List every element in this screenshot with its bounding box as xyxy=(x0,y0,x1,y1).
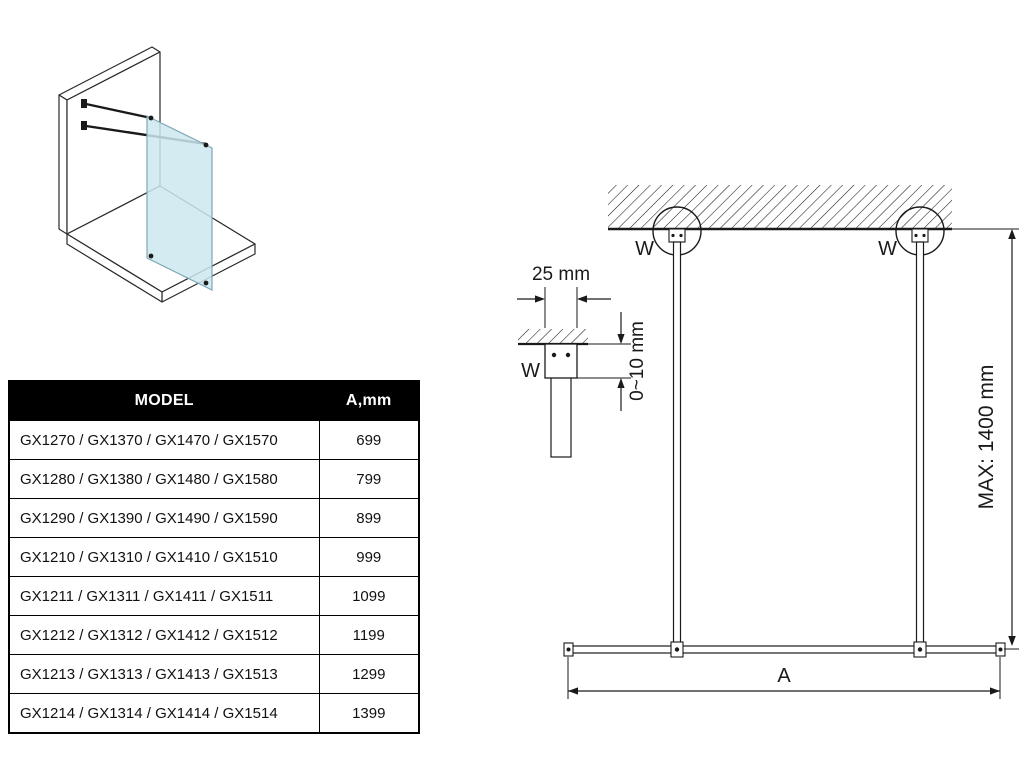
bar-clamp-right xyxy=(913,641,927,658)
header-a-mm: A,mm xyxy=(318,380,420,421)
model-dimension-table: MODEL A,mm GX1270 / GX1370 / GX1470 / GX… xyxy=(8,380,420,734)
table-row: GX1213 / GX1313 / GX1413 / GX1513 1299 xyxy=(8,654,420,694)
table-row: GX1290 / GX1390 / GX1490 / GX1590 899 xyxy=(8,498,420,538)
fixing-dot xyxy=(203,280,209,286)
arrowhead-up xyxy=(1008,229,1016,239)
width-dimension xyxy=(567,657,1001,699)
arrowhead-left xyxy=(577,295,587,303)
bracket-width-label: 25 mm xyxy=(532,264,590,285)
glass-end-cap-left xyxy=(563,642,574,657)
a-cell: 1199 xyxy=(318,615,420,655)
arrowhead-up xyxy=(617,378,625,388)
a-cell: 1099 xyxy=(318,576,420,616)
fixing-dot xyxy=(148,253,154,259)
table-header-row: MODEL A,mm xyxy=(8,380,420,421)
model-cell: GX1213 / GX1313 / GX1413 / GX1513 xyxy=(8,654,320,694)
max-height-label: MAX: 1400 mm xyxy=(975,365,998,510)
bar-clamp-left xyxy=(670,641,684,658)
ceiling-bracket-right xyxy=(911,228,929,243)
wall-mount-iso-upper xyxy=(81,99,87,108)
a-cell: 1399 xyxy=(318,693,420,734)
fixing-dot xyxy=(203,142,209,148)
arrowhead-down xyxy=(617,334,625,344)
detail-bracket xyxy=(544,343,578,379)
arrowhead-down xyxy=(1008,636,1016,646)
model-cell: GX1280 / GX1380 / GX1480 / GX1580 xyxy=(8,459,320,499)
glass-top-edge xyxy=(567,645,1001,654)
support-bar-right xyxy=(915,241,925,647)
ceiling-bracket-left xyxy=(668,228,686,243)
table-row: GX1280 / GX1380 / GX1480 / GX1580 799 xyxy=(8,459,420,499)
support-bar-iso-near xyxy=(85,102,152,120)
installation-diagram: W W MAX: 1400 mm A W xyxy=(517,185,1019,699)
gap-dimension xyxy=(577,312,631,411)
width-label: A xyxy=(777,665,791,687)
max-height-dimension xyxy=(1004,231,1019,650)
model-cell: GX1210 / GX1310 / GX1410 / GX1510 xyxy=(8,537,320,577)
glass-fixing-dots xyxy=(148,115,209,286)
table-row: GX1214 / GX1314 / GX1414 / GX1514 1399 xyxy=(8,693,420,734)
model-cell: GX1212 / GX1312 / GX1412 / GX1512 xyxy=(8,615,320,655)
wall-anchor-label-detail: W xyxy=(521,360,540,382)
model-cell: GX1214 / GX1314 / GX1414 / GX1514 xyxy=(8,693,320,734)
table-row: GX1270 / GX1370 / GX1470 / GX1570 699 xyxy=(8,420,420,460)
table-row: GX1210 / GX1310 / GX1410 / GX1510 999 xyxy=(8,537,420,577)
isometric-product-view xyxy=(58,46,256,303)
a-cell: 699 xyxy=(318,420,420,460)
arrowhead-right xyxy=(535,295,545,303)
arrowhead-left xyxy=(568,687,578,695)
glass-end-cap-right xyxy=(995,642,1006,657)
model-cell: GX1270 / GX1370 / GX1470 / GX1570 xyxy=(8,420,320,460)
detail-ceiling-hatch xyxy=(518,329,588,344)
model-cell: GX1211 / GX1311 / GX1411 / GX1511 xyxy=(8,576,320,616)
a-cell: 799 xyxy=(318,459,420,499)
model-cell: GX1290 / GX1390 / GX1490 / GX1590 xyxy=(8,498,320,538)
a-cell: 899 xyxy=(318,498,420,538)
a-cell: 1299 xyxy=(318,654,420,694)
table-row: GX1212 / GX1312 / GX1412 / GX1512 1199 xyxy=(8,615,420,655)
fixing-dot xyxy=(148,115,154,121)
a-cell: 999 xyxy=(318,537,420,577)
wall-anchor-label-left: W xyxy=(635,238,654,260)
table-row: GX1211 / GX1311 / GX1411 / GX1511 1099 xyxy=(8,576,420,616)
arrowhead-right xyxy=(990,687,1000,695)
wall-mount-iso-lower xyxy=(81,121,87,130)
bracket-width-dimension xyxy=(517,287,611,328)
detail-support-bar xyxy=(550,376,572,458)
wall-anchor-label-right: W xyxy=(878,238,897,260)
floor-front-left-edge xyxy=(66,233,163,303)
header-model: MODEL xyxy=(8,380,320,421)
ceiling-hatch xyxy=(608,185,952,229)
support-bar-left xyxy=(672,241,682,647)
wall-side-edge xyxy=(58,94,68,235)
gap-label: 0~10 mm xyxy=(627,321,648,401)
glass-panel xyxy=(146,115,213,291)
